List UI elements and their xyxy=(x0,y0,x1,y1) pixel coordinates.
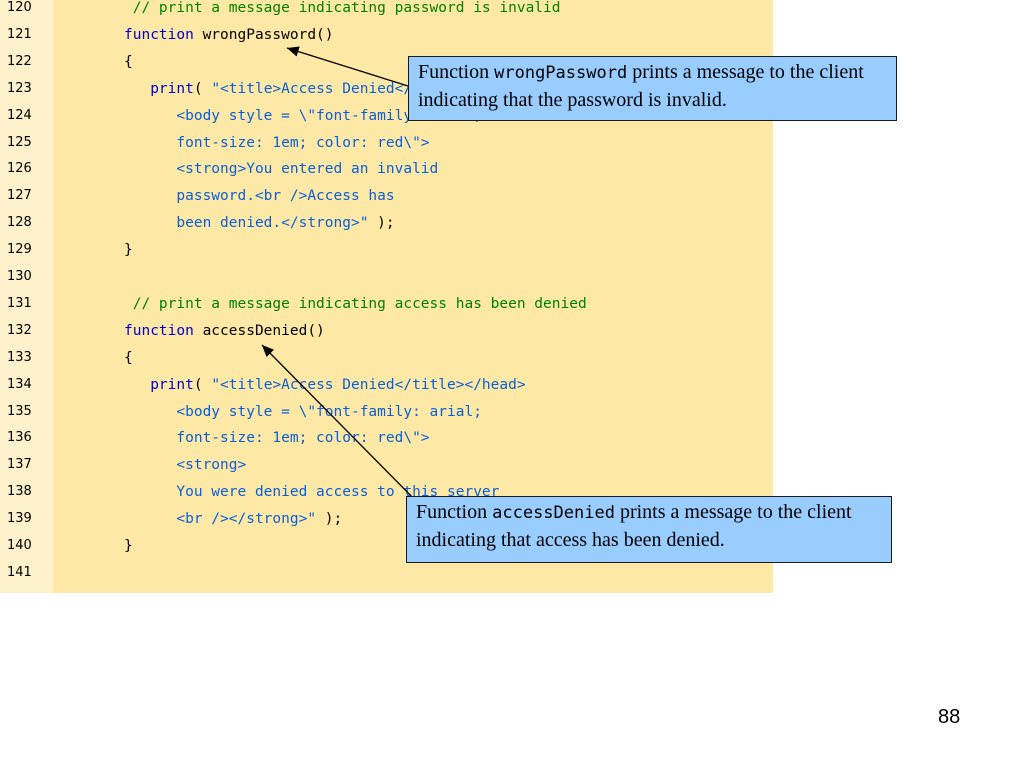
code-token: print xyxy=(124,80,194,97)
code-token: <body style = \"font-family: arial; xyxy=(124,403,482,420)
code-line: 134 print( "<title>Access Denied</title>… xyxy=(0,376,773,405)
code-text: been denied.</strong>" ); xyxy=(124,215,395,232)
code-line: 128 been denied.</strong>" ); xyxy=(0,215,773,243)
line-number: 129 xyxy=(7,242,32,258)
line-number: 128 xyxy=(7,215,32,231)
code-line: 131 // print a message indicating access… xyxy=(0,295,773,324)
code-text: function accessDenied() xyxy=(124,323,325,339)
code-text: <br /></strong>" ); xyxy=(124,511,342,527)
page-number: 88 xyxy=(938,706,961,728)
line-number: 121 xyxy=(7,26,32,42)
code-text: password.<br />Access has xyxy=(124,188,395,205)
line-number-gutter xyxy=(0,0,53,593)
code-text: { xyxy=(124,54,133,70)
line-number: 138 xyxy=(7,484,32,500)
code-token: { xyxy=(124,349,133,366)
code-text: { xyxy=(124,350,133,366)
code-token: // print a message indicating access has… xyxy=(124,295,587,312)
code-token: <strong>You entered an invalid xyxy=(124,161,439,178)
code-text: <strong>You entered an invalid xyxy=(124,161,438,177)
callout-text: prints a message to the client indicatin… xyxy=(416,501,852,551)
code-token: { xyxy=(124,53,133,70)
code-text: } xyxy=(124,242,133,258)
code-line: 122 { xyxy=(0,53,773,82)
code-token: been denied.</strong>" xyxy=(124,215,369,232)
code-token: } xyxy=(124,242,133,259)
line-number: 130 xyxy=(7,269,32,284)
code-token: <br /></strong>" xyxy=(124,511,317,528)
code-line: 141 xyxy=(0,564,773,593)
code-line: 132 function accessDenied() xyxy=(0,322,773,351)
callout-function-name: accessDenied xyxy=(492,503,615,523)
code-line: 136 font-size: 1em; color: red\"> xyxy=(0,430,773,458)
code-line: 133 { xyxy=(0,349,773,378)
callout-text: prints a message to the client indicatin… xyxy=(418,61,864,111)
code-line: 129} xyxy=(0,242,773,270)
code-text: // print a message indicating password i… xyxy=(124,0,561,16)
code-token: // print a message indicating password i… xyxy=(124,0,561,16)
code-line: 137 <strong> xyxy=(0,457,773,485)
code-token: ( xyxy=(193,376,212,393)
code-text: function wrongPassword() xyxy=(124,27,334,43)
code-text: } xyxy=(124,538,133,554)
code-token: font-size: 1em; color: red\"> xyxy=(124,134,430,151)
line-number: 139 xyxy=(7,511,32,527)
code-text: <strong> xyxy=(124,457,246,473)
line-number: 132 xyxy=(7,322,32,338)
code-line: 130 xyxy=(0,269,773,297)
code-token: print xyxy=(124,376,194,393)
line-number: 122 xyxy=(7,53,32,69)
code-token: } xyxy=(124,538,133,554)
code-token: "<title>Access Denied</title></head> xyxy=(211,376,526,393)
line-number: 131 xyxy=(7,295,32,311)
code-text: print( "<title>Access Denied</title></he… xyxy=(124,376,526,393)
code-text: font-size: 1em; color: red\"> xyxy=(124,134,430,151)
code-token: function xyxy=(124,26,194,43)
code-token: ); xyxy=(368,215,395,232)
code-token: function xyxy=(124,322,194,339)
line-number: 126 xyxy=(7,161,32,177)
code-line: 140} xyxy=(0,538,773,566)
line-number: 127 xyxy=(7,188,32,204)
code-token: ( xyxy=(193,80,212,97)
code-token: accessDenied() xyxy=(193,322,325,339)
line-number: 140 xyxy=(7,538,32,553)
code-token: font-size: 1em; color: red\"> xyxy=(124,430,430,447)
line-number: 123 xyxy=(7,80,32,96)
line-number: 134 xyxy=(7,376,32,392)
line-number: 133 xyxy=(7,349,32,365)
line-number: 137 xyxy=(7,457,32,473)
line-number: 120 xyxy=(7,0,32,15)
code-text: font-size: 1em; color: red\"> xyxy=(124,430,430,447)
code-token: wrongPassword() xyxy=(193,26,334,43)
code-token: ); xyxy=(316,511,343,528)
code-line: 121 function wrongPassword() xyxy=(0,26,773,55)
line-number: 141 xyxy=(7,564,32,580)
callout-wrong-password: Function wrongPassword prints a message … xyxy=(408,56,897,121)
code-line: 120 // print a message indicating passwo… xyxy=(0,0,773,28)
line-number: 124 xyxy=(7,107,32,123)
line-number: 136 xyxy=(7,430,32,446)
code-text: // print a message indicating access has… xyxy=(124,296,587,312)
code-line: 135 <body style = \"font-family: arial; xyxy=(0,403,773,432)
callout-prefix: Function xyxy=(416,501,493,523)
callout-access-denied: Function accessDenied prints a message t… xyxy=(406,496,892,563)
callout-function-name: wrongPassword xyxy=(494,63,628,83)
line-number: 135 xyxy=(7,403,32,419)
code-token: password.<br />Access has xyxy=(124,188,395,205)
callout-prefix: Function xyxy=(418,61,495,83)
code-token: <strong> xyxy=(124,457,247,474)
code-line: 125 font-size: 1em; color: red\"> xyxy=(0,134,773,163)
code-line: 127 password.<br />Access has xyxy=(0,188,773,216)
code-line: 139 <br /></strong>" ); xyxy=(0,511,773,539)
code-line: 126 <strong>You entered an invalid xyxy=(0,161,773,189)
line-number: 125 xyxy=(7,134,32,150)
code-text: <body style = \"font-family: arial; xyxy=(124,404,482,420)
